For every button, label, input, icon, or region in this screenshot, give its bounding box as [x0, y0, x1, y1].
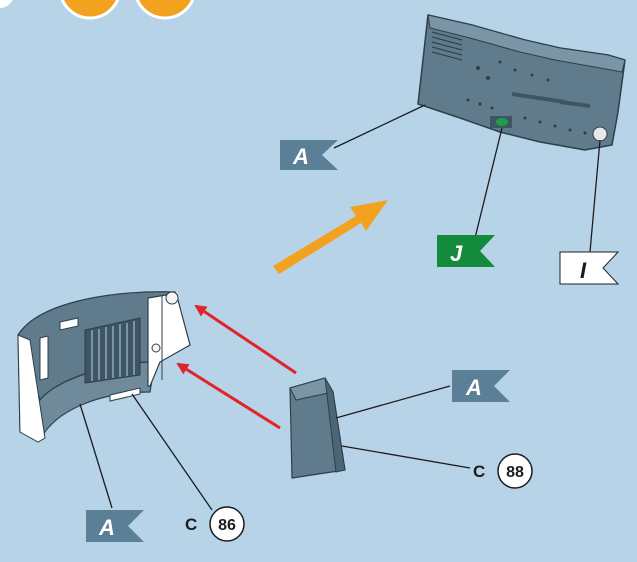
flag-i: I	[559, 251, 620, 285]
red-arrow-icon	[176, 304, 297, 430]
step-badges	[0, 0, 195, 20]
callout-86-number: 86	[218, 517, 236, 534]
callout-88-letter: C	[473, 462, 485, 481]
flag-j-label: J	[450, 241, 463, 266]
leader-lines-top	[333, 104, 601, 253]
curved-wall-part	[17, 291, 191, 443]
wedge-part-88	[289, 377, 346, 479]
flag-i-label: I	[580, 258, 587, 283]
flag-a-top: A	[280, 140, 338, 170]
flag-a-right-label: A	[465, 375, 482, 400]
callout-88-number: 88	[506, 464, 524, 481]
flag-a-right: A	[452, 370, 510, 402]
flag-a-bottom-label: A	[98, 515, 115, 540]
flag-j: J	[437, 235, 495, 267]
hull-panel-top	[417, 14, 626, 151]
step-badge-mark-icon	[0, 0, 13, 8]
callout-88: C 88	[473, 453, 533, 489]
callout-86: C 86	[185, 506, 245, 542]
orange-arrow-icon	[273, 200, 388, 274]
step-badge-left-icon	[60, 0, 120, 20]
step-badge-right-icon	[135, 0, 195, 20]
flag-a-bottom: A	[86, 510, 144, 542]
leader-lines-bottom	[79, 385, 471, 511]
callout-86-letter: C	[185, 515, 197, 534]
flag-a-top-label: A	[292, 144, 309, 169]
